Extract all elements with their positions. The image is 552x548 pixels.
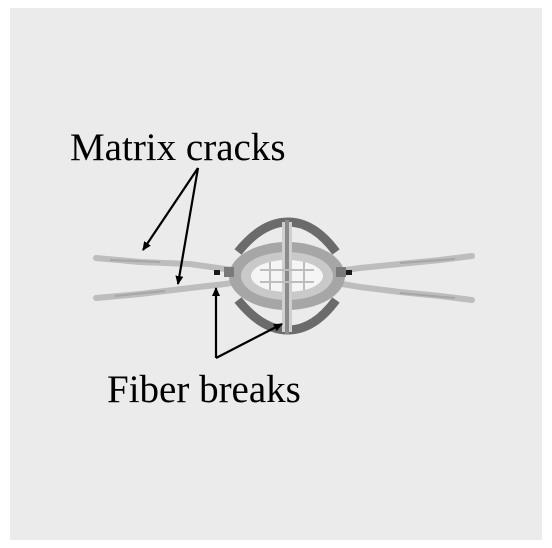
matrix-crack-right-upper xyxy=(330,256,472,272)
matrix-crack-right-lower xyxy=(330,282,472,300)
central-damage-zone xyxy=(214,220,352,334)
fiber-breaks-label: Fiber breaks xyxy=(107,370,301,409)
matrix-cracks-label: Matrix cracks xyxy=(70,128,286,167)
matrix-crack-left-lower xyxy=(96,280,250,298)
